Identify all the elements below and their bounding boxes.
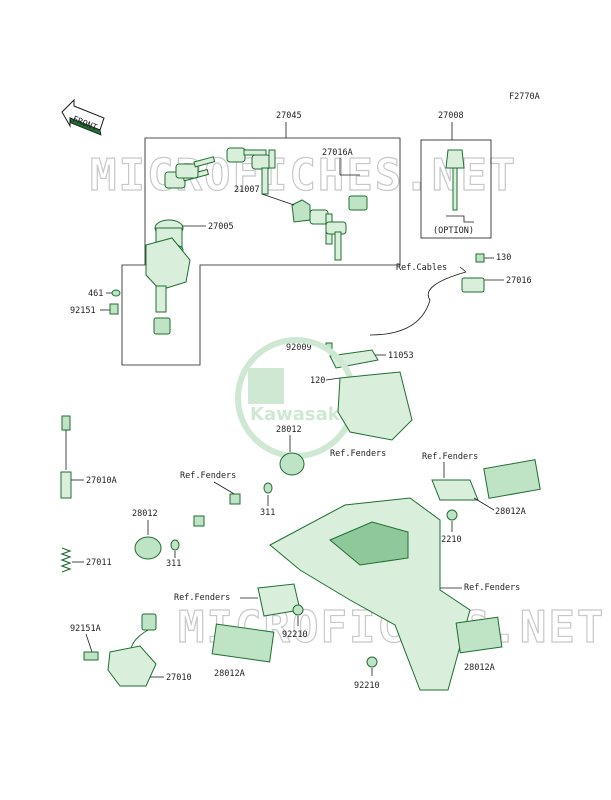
label-27005: 27005 <box>208 222 234 232</box>
grommet-a <box>229 493 241 505</box>
key-set-27016A <box>309 195 368 261</box>
cap-21007 <box>291 199 311 223</box>
label-28012A-r1: 28012A <box>495 507 526 517</box>
bolt-92151 <box>109 303 119 315</box>
reflector-28012A-r1 <box>483 459 541 499</box>
nut-92210-c <box>366 656 378 668</box>
option-label: (OPTION) <box>433 226 474 236</box>
reflector-28012A-r2 <box>455 616 503 654</box>
cable <box>369 271 467 336</box>
nut-92210-a <box>446 509 458 521</box>
label-461: 461 <box>88 289 103 299</box>
switch-27010A <box>60 471 72 499</box>
label-ref-fenders-2: Ref.Fenders <box>180 471 236 481</box>
lock-27016 <box>461 277 485 293</box>
washer-461 <box>111 289 121 297</box>
reflector-28012-top <box>279 452 305 476</box>
nut-311-a <box>263 482 273 494</box>
group-bracket-27045 <box>121 137 401 366</box>
reflector-28012-left <box>134 536 162 560</box>
option-box <box>420 139 492 239</box>
reflector-28012A-l <box>211 623 275 663</box>
label-130: 130 <box>496 253 511 263</box>
label-92210-c: 92210 <box>354 681 380 691</box>
label-27011: 27011 <box>86 558 112 568</box>
label-311-a: 311 <box>260 508 275 518</box>
label-27008: 27008 <box>438 111 464 121</box>
label-ref-fenders-3: Ref.Fenders <box>422 452 478 462</box>
label-11053: 11053 <box>388 351 414 361</box>
label-ref-fenders-1: Ref.Fenders <box>330 449 386 459</box>
tail-cowl-upper <box>337 371 413 441</box>
bolt-92151A <box>83 651 99 661</box>
label-28012-left: 28012 <box>132 509 158 519</box>
label-311-b: 311 <box>166 559 181 569</box>
label-28012A-l: 28012A <box>214 669 245 679</box>
key-set-center <box>226 147 276 195</box>
screw-130 <box>475 253 485 263</box>
switch-27010 <box>107 645 157 687</box>
kawasaki-logo: Kawasaki <box>235 337 357 459</box>
grommet-b <box>193 515 205 527</box>
label-92151A: 92151A <box>70 624 101 634</box>
label-27010A: 27010A <box>86 476 117 486</box>
label-92009: 92009 <box>286 343 312 353</box>
connector-27010 <box>141 613 157 631</box>
label-120: 120 <box>310 376 325 386</box>
key-set-left <box>164 156 216 189</box>
label-28012-top: 28012 <box>276 425 302 435</box>
label-92210-a: 92210 <box>436 535 462 545</box>
ignition-switch-27005 <box>145 219 191 335</box>
label-27016A: 27016A <box>322 148 353 158</box>
label-92210-b: 92210 <box>282 630 308 640</box>
label-27045: 27045 <box>276 111 302 121</box>
nut-92210-b <box>292 604 304 616</box>
label-92151: 92151 <box>70 306 96 316</box>
label-28012A-r2: 28012A <box>464 663 495 673</box>
label-ref-fenders-5: Ref.Fenders <box>464 583 520 593</box>
watermark-top: MICROFICHES.NET <box>90 150 517 201</box>
label-27016: 27016 <box>506 276 532 286</box>
front-arrow-icon: FRONT <box>61 98 105 136</box>
spring-27011 <box>60 547 72 573</box>
bracket-right-upper <box>431 479 479 501</box>
svg-text:Kawasaki: Kawasaki <box>250 404 346 425</box>
key-27008 <box>445 149 465 211</box>
label-ref-cables: Ref.Cables <box>396 263 447 273</box>
key-blank-icon <box>446 215 474 223</box>
label-27010: 27010 <box>166 673 192 683</box>
rear-fender <box>269 497 471 691</box>
label-21007: 21007 <box>234 185 260 195</box>
nut-311-b <box>170 539 180 551</box>
connector-27010A <box>61 415 71 431</box>
label-ref-fenders-4: Ref.Fenders <box>174 593 230 603</box>
figure-code: F2770A <box>509 92 540 102</box>
rear-fender-recess <box>329 521 409 566</box>
